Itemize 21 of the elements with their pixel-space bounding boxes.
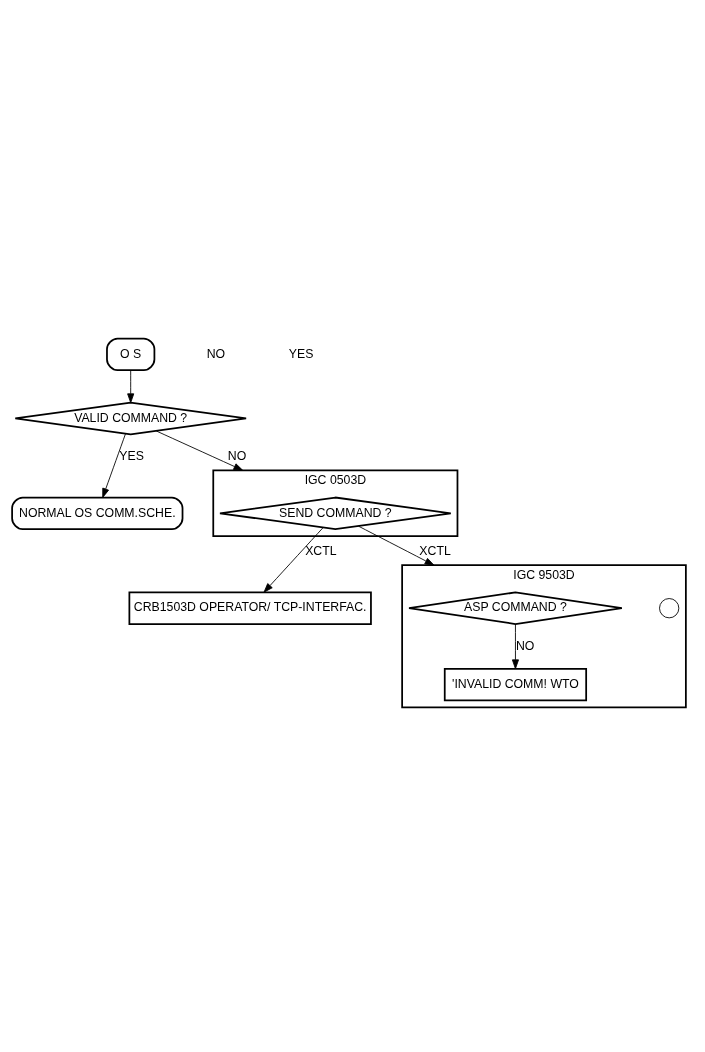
label: NO (206, 346, 226, 361)
edge-label: YES (119, 448, 144, 463)
arrow (155, 430, 244, 471)
label: YES (288, 346, 314, 361)
edge-label: NO (227, 448, 247, 463)
arrow (102, 432, 126, 498)
node-diamond: VALID COMMAND ? (14, 401, 247, 435)
arrow (263, 526, 324, 593)
edge-label: XCTL (419, 543, 451, 558)
node-diamond: SEND COMMAND ? (219, 496, 452, 530)
node-box: NORMAL OS COMM.SCHE. (11, 496, 184, 530)
arrow (127, 369, 135, 403)
node-box: 'INVALID COMM! WTO (443, 667, 588, 701)
arrow (358, 525, 435, 566)
node-box: CRB1503D OPERATOR/ TCP-INTERFAC. (128, 591, 372, 625)
node-diamond: ASP COMMAND ? (408, 591, 623, 625)
edge-label: XCTL (305, 543, 337, 558)
node-circle (659, 597, 680, 618)
arrow (511, 623, 519, 669)
node-box: O S (106, 337, 156, 371)
edge-label: NO (515, 638, 535, 653)
